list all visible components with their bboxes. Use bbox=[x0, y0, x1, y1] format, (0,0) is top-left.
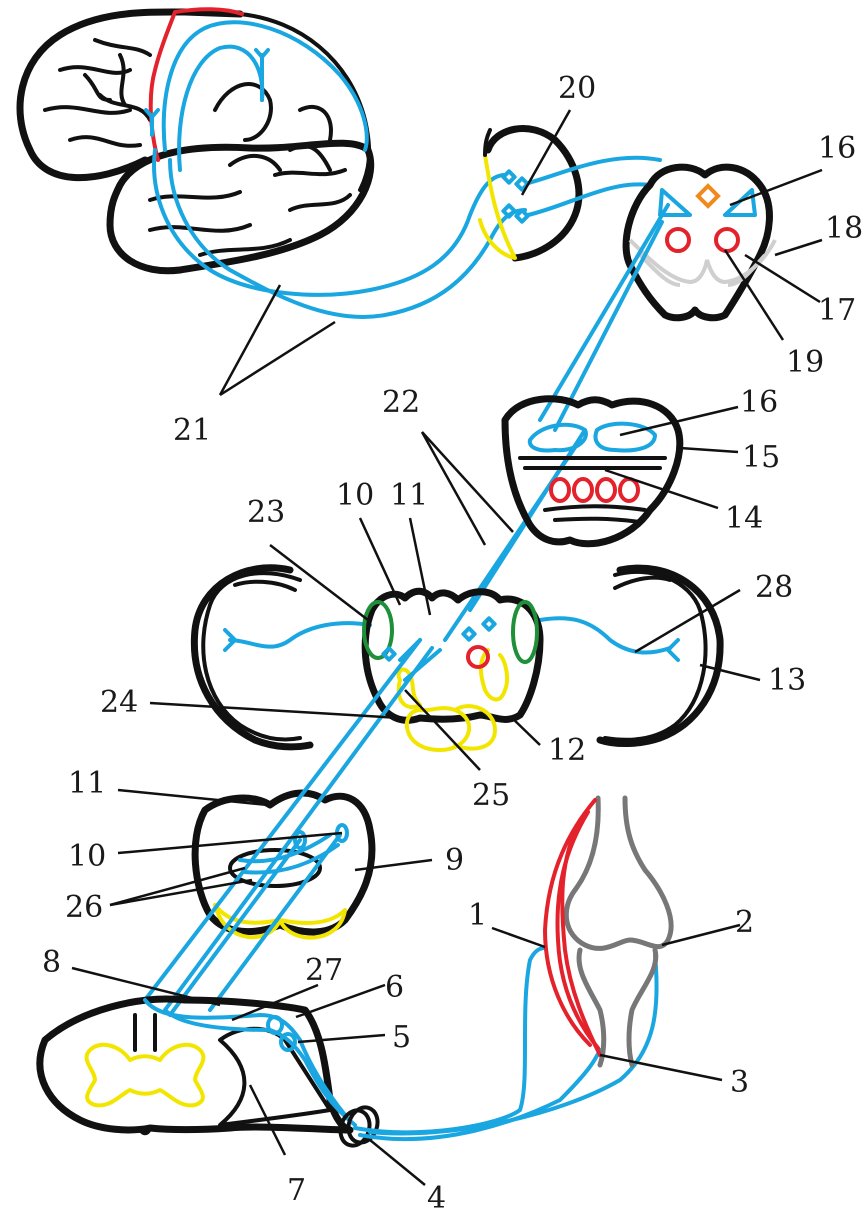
label-2: 2 bbox=[735, 905, 754, 940]
labels: 1 2 3 4 5 6 7 8 9 10 11 12 13 14 15 16 1… bbox=[42, 71, 863, 1216]
label-8: 8 bbox=[42, 945, 61, 980]
label-3: 3 bbox=[730, 1065, 749, 1100]
label-4: 4 bbox=[427, 1181, 446, 1216]
skeletal-muscle bbox=[545, 800, 600, 1055]
label-14: 14 bbox=[725, 501, 763, 536]
label-1: 1 bbox=[468, 898, 487, 933]
label-10-medulla: 10 bbox=[68, 839, 106, 874]
label-20: 20 bbox=[558, 71, 596, 106]
label-16-midbrain: 16 bbox=[818, 131, 856, 166]
label-17: 17 bbox=[818, 293, 856, 328]
label-12: 12 bbox=[548, 733, 586, 768]
label-6: 6 bbox=[385, 970, 404, 1005]
label-23: 23 bbox=[247, 495, 285, 530]
dorsal-column-fibers bbox=[145, 640, 432, 1015]
label-27: 27 bbox=[305, 953, 343, 988]
cerebellum-right bbox=[540, 568, 720, 743]
label-5: 5 bbox=[392, 1020, 411, 1055]
spinal-cord-section bbox=[40, 999, 355, 1133]
label-26: 26 bbox=[65, 890, 103, 925]
label-10-upper-medulla: 10 bbox=[336, 478, 374, 513]
label-22: 22 bbox=[382, 385, 420, 420]
label-15: 15 bbox=[742, 440, 780, 475]
label-7: 7 bbox=[287, 1173, 306, 1208]
label-16-pons: 16 bbox=[740, 385, 778, 420]
label-28: 28 bbox=[755, 570, 793, 605]
label-13: 13 bbox=[768, 663, 806, 698]
label-21: 21 bbox=[173, 413, 211, 448]
pons-section bbox=[505, 399, 680, 544]
cerebral-hemisphere bbox=[20, 9, 371, 271]
medulla-rostral-section bbox=[364, 591, 540, 750]
label-24: 24 bbox=[100, 685, 138, 720]
label-9: 9 bbox=[445, 843, 464, 878]
label-25: 25 bbox=[472, 778, 510, 813]
label-19: 19 bbox=[786, 345, 824, 380]
label-18: 18 bbox=[825, 211, 863, 246]
label-11-medulla: 11 bbox=[68, 766, 106, 801]
thalamocortical-fibers bbox=[154, 150, 525, 317]
cerebellum-left bbox=[194, 568, 370, 747]
label-11-upper-medulla: 11 bbox=[390, 478, 428, 513]
thalamus bbox=[480, 129, 660, 258]
